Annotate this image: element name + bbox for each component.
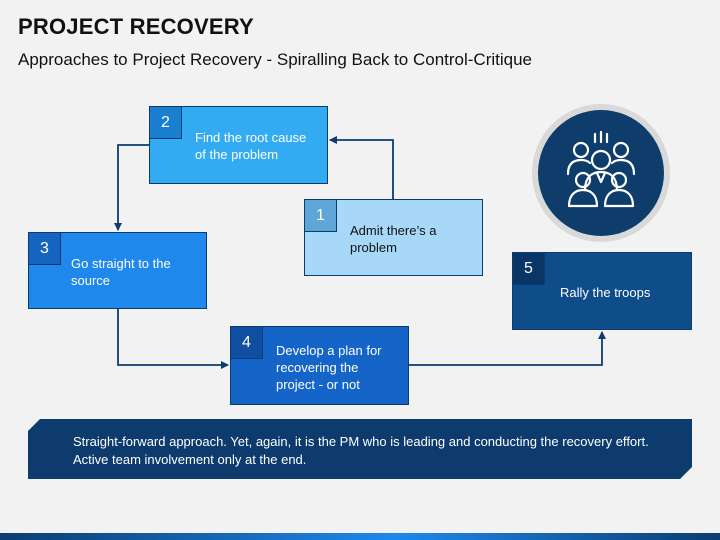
team-icon bbox=[566, 130, 636, 208]
step-3-label: Go straight to the source bbox=[71, 256, 171, 288]
step-4-box: 4 Develop a plan for recovering the proj… bbox=[230, 326, 409, 405]
critique-banner: Straight-forward approach. Yet, again, i… bbox=[28, 419, 692, 479]
step-5-box: 5 Rally the troops bbox=[512, 252, 692, 330]
connector-4-to-5 bbox=[409, 331, 606, 366]
step-1-box: 1 Admit there’s a problem bbox=[304, 199, 483, 276]
step-5-label: Rally the troops bbox=[560, 285, 651, 300]
page-title: PROJECT RECOVERY bbox=[18, 14, 254, 39]
step-1-number: 1 bbox=[305, 200, 337, 232]
connector-2-to-3 bbox=[114, 144, 149, 231]
step-1-label: Admit there’s a problem bbox=[350, 223, 437, 255]
step-2-box: 2 Find the root cause of the problem bbox=[149, 106, 328, 184]
step-4-label: Develop a plan for recovering the projec… bbox=[276, 343, 382, 392]
team-icon-badge bbox=[538, 110, 664, 236]
step-3-box: 3 Go straight to the source bbox=[28, 232, 207, 309]
page-subtitle: Approaches to Project Recovery - Spirall… bbox=[18, 50, 533, 69]
step-3-number: 3 bbox=[29, 233, 61, 265]
step-5-number: 5 bbox=[513, 253, 545, 285]
step-4-number: 4 bbox=[231, 327, 263, 359]
step-2-label: Find the root cause of the problem bbox=[195, 130, 307, 162]
bottom-accent-stripe bbox=[0, 533, 720, 540]
critique-text: Straight-forward approach. Yet, again, i… bbox=[73, 434, 649, 467]
connector-3-to-4 bbox=[117, 309, 229, 369]
connector-1-to-2 bbox=[329, 136, 394, 199]
step-2-number: 2 bbox=[150, 107, 182, 139]
